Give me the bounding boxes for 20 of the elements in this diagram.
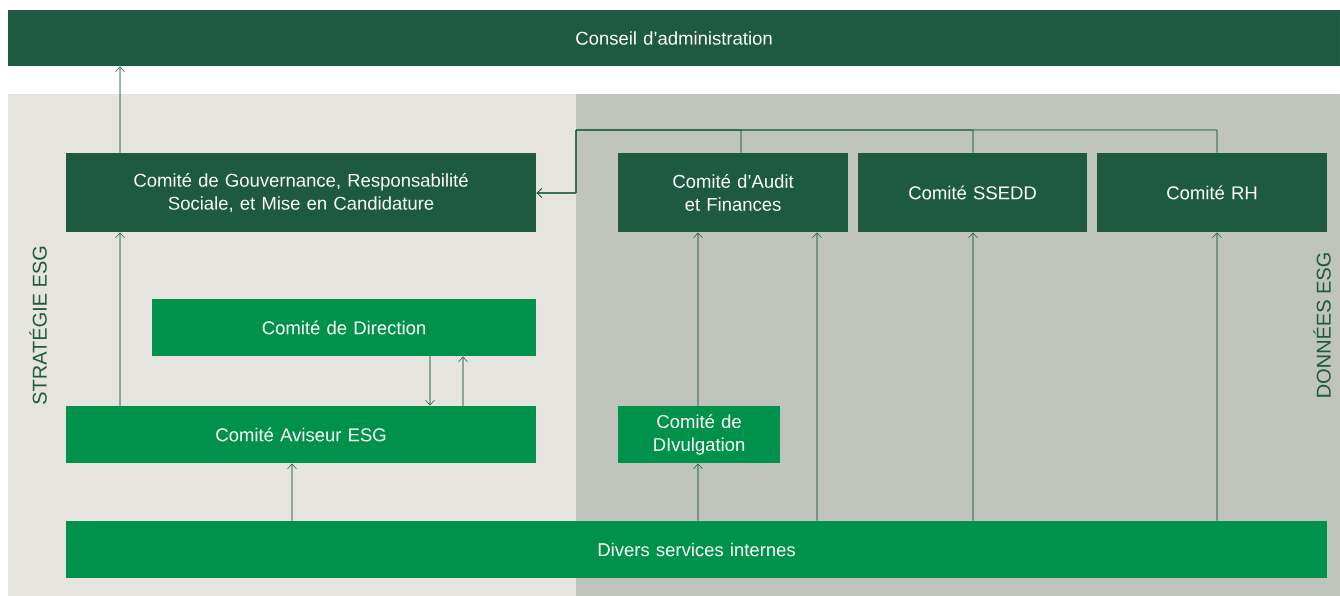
arrow	[115, 66, 125, 154]
arrow	[115, 232, 125, 407]
committee-box: Divers services internes	[66, 521, 1327, 578]
arrow	[458, 356, 468, 407]
committee-box: Comité de Direction	[152, 299, 536, 356]
arrow	[536, 129, 1218, 198]
arrow	[693, 463, 703, 522]
committee-box: Conseil d’administration	[8, 10, 1340, 66]
committee-box: Comité RH	[1097, 153, 1327, 232]
committee-box: Comité d’Audit et Finances	[618, 153, 848, 232]
arrow	[693, 232, 703, 407]
arrow	[968, 232, 978, 522]
committee-box: Comité SSEDD	[858, 153, 1087, 232]
arrow	[1212, 232, 1222, 522]
arrow	[812, 232, 822, 522]
arrow	[287, 463, 297, 522]
committee-box: Comité de Gouvernance, Responsabilité Sociale, et Mise en Candidature	[66, 153, 536, 232]
committee-box: Comité de DIvulgation	[618, 406, 780, 463]
committee-box: Comité Aviseur ESG	[66, 406, 536, 463]
arrow	[425, 355, 435, 406]
